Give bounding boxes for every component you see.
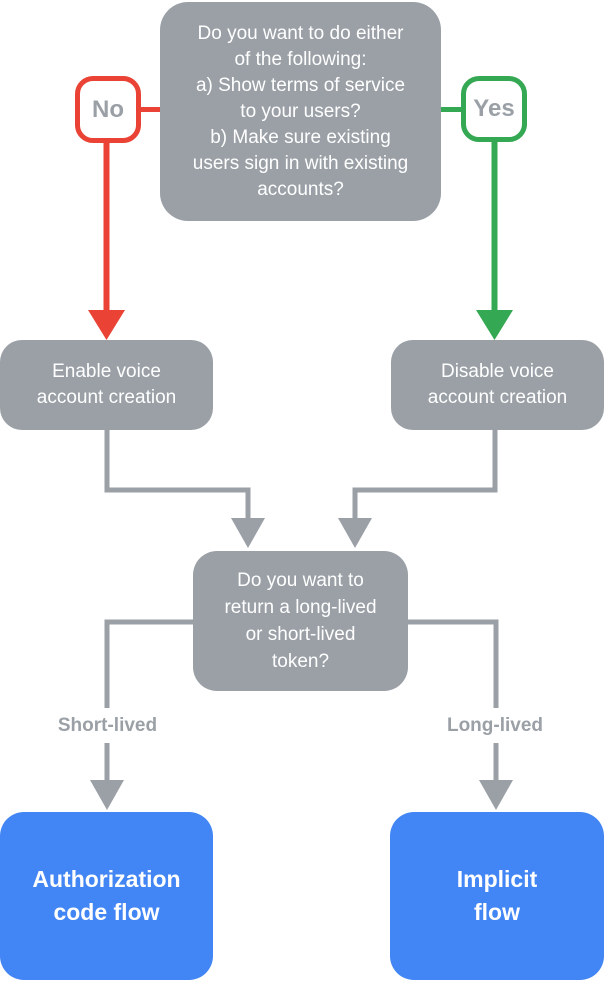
- token-question-box: Do you want to return a long-lived or sh…: [193, 551, 408, 691]
- green-arrowhead-icon: [476, 310, 513, 340]
- enable-to-token-edge: [104, 428, 265, 548]
- gray-arrowhead-icon: [338, 518, 372, 548]
- red-arrowhead-icon: [88, 310, 125, 340]
- short-lived-label: Short-lived: [23, 708, 192, 743]
- long-lived-label: Long-lived: [411, 708, 579, 743]
- enable-voice-account-creation-box: Enable voice account creation: [0, 340, 213, 430]
- gray-arrowhead-icon: [479, 780, 513, 810]
- disable-voice-account-creation-box: Disable voice account creation: [391, 340, 604, 430]
- gray-arrowhead-icon: [231, 518, 265, 548]
- gray-arrowhead-icon: [90, 780, 124, 810]
- yes-edge-arrow: [439, 107, 513, 340]
- implicit-flow-box: Implicit flow: [390, 812, 604, 980]
- disable-to-token-edge: [338, 428, 498, 548]
- no-edge-arrow: [88, 107, 162, 340]
- top-question-box: Do you want to do either of the followin…: [160, 2, 441, 221]
- yes-badge: Yes: [461, 76, 527, 142]
- no-badge: No: [75, 76, 141, 143]
- authorization-code-flow-box: Authorization code flow: [0, 812, 213, 980]
